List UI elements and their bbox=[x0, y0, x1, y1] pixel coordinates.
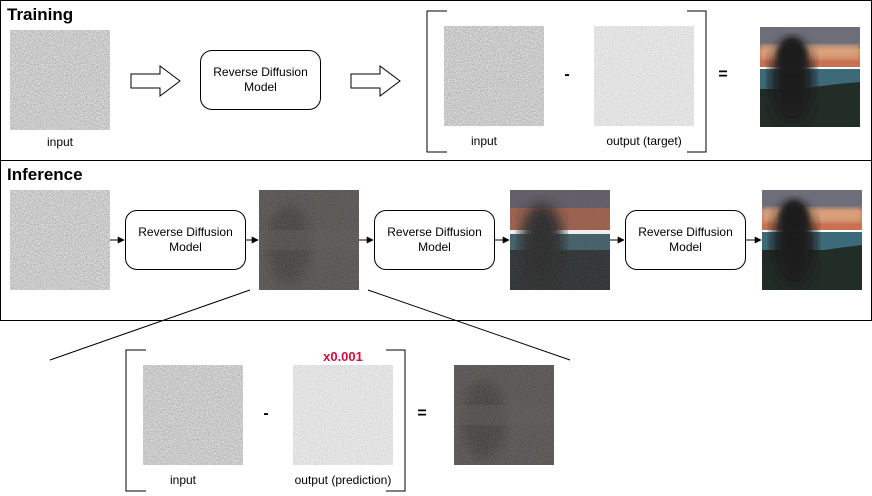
inference-model-1-label-1: Reverse Diffusion bbox=[138, 225, 233, 239]
training-model-box: Reverse Diffusion Model bbox=[200, 50, 321, 110]
inference-step-0-image bbox=[10, 190, 110, 290]
inference-step-1-image bbox=[259, 190, 359, 290]
training-bracket-input-image bbox=[444, 26, 544, 126]
detail-input-image bbox=[143, 365, 243, 465]
training-equals-sign: = bbox=[718, 66, 728, 83]
training-model-label-1: Reverse Diffusion bbox=[213, 65, 308, 79]
training-result-image bbox=[760, 27, 860, 127]
training-output-caption: output (target) bbox=[606, 134, 682, 148]
inference-model-2-label-1: Reverse Diffusion bbox=[387, 225, 482, 239]
inference-model-box-3: Reverse Diffusion Model bbox=[625, 210, 746, 270]
inference-model-box-1: Reverse Diffusion Model bbox=[125, 210, 246, 270]
inference-final-image bbox=[762, 190, 862, 290]
training-title: Training bbox=[7, 5, 74, 24]
inference-model-1-label-2: Model bbox=[169, 240, 202, 254]
inference-model-2-label-2: Model bbox=[418, 240, 451, 254]
detail-result-image bbox=[454, 365, 554, 465]
detail-equals-sign: = bbox=[417, 405, 427, 422]
training-model-label-2: Model bbox=[244, 80, 277, 94]
training-input-caption: input bbox=[46, 135, 74, 149]
inference-model-3-label-2: Model bbox=[669, 240, 702, 254]
training-minus-sign: - bbox=[564, 66, 570, 83]
inference-model-box-2: Reverse Diffusion Model bbox=[374, 210, 495, 270]
inference-model-3-label-1: Reverse Diffusion bbox=[638, 225, 733, 239]
training-bracket-input-caption: input bbox=[470, 134, 498, 148]
training-output-target-image bbox=[594, 26, 694, 126]
detail-minus-sign: - bbox=[263, 405, 269, 422]
detail-input-caption: input bbox=[169, 473, 197, 487]
detail-output-caption: output (prediction) bbox=[294, 473, 392, 487]
training-input-image bbox=[10, 30, 110, 130]
detail-output-prediction-image bbox=[293, 365, 393, 465]
inference-step-2-image bbox=[510, 190, 610, 290]
inference-title: Inference bbox=[7, 165, 83, 184]
scale-factor-label: x0.001 bbox=[323, 349, 363, 364]
